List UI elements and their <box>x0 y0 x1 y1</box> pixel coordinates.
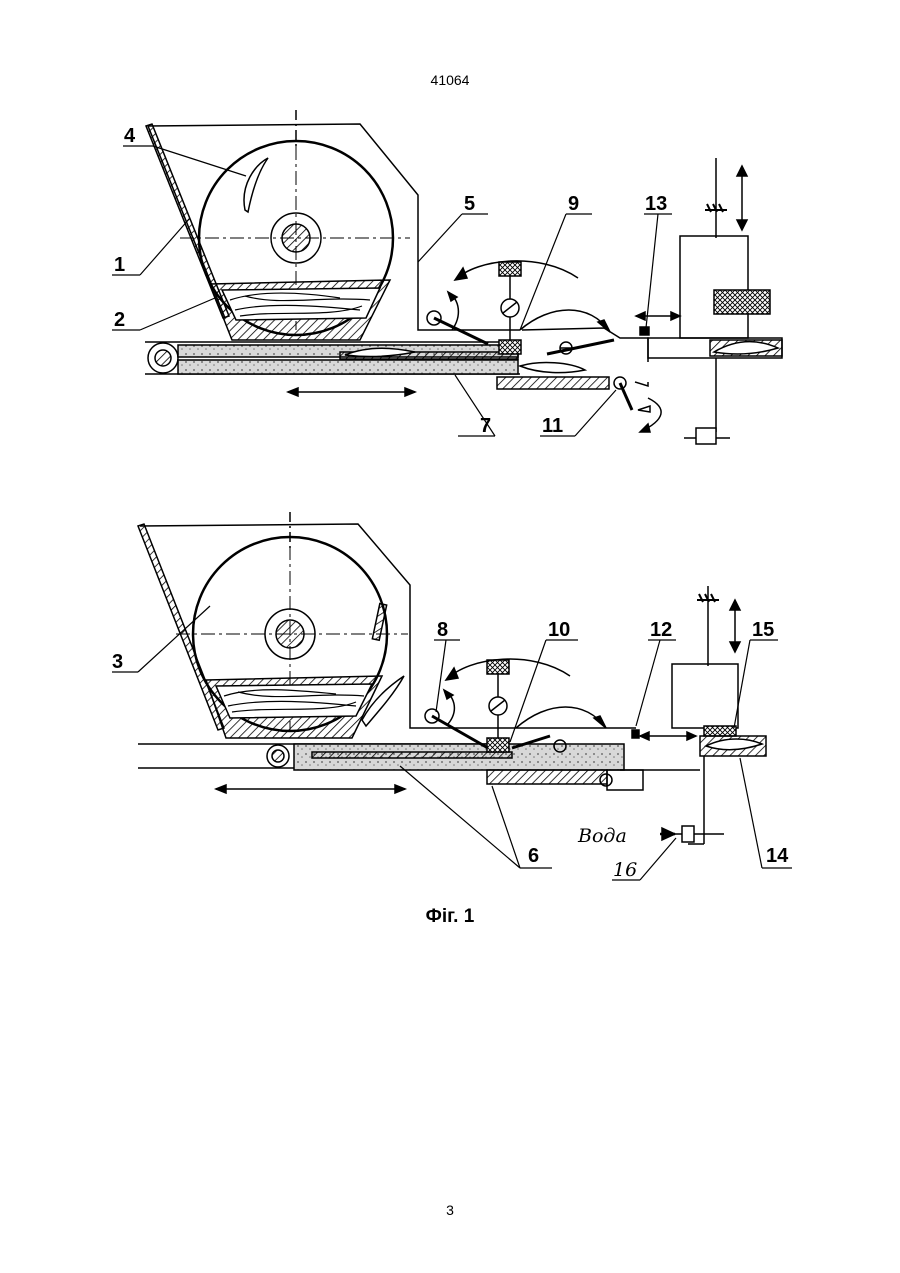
water-label: Вода <box>577 825 627 847</box>
label-2: 2 <box>114 309 125 331</box>
label-11: 11 <box>542 415 563 437</box>
figure-bottom <box>138 512 766 844</box>
label-14: 14 <box>766 845 789 867</box>
label-12: 12 <box>650 619 672 641</box>
label-8: 8 <box>437 619 448 641</box>
figure-top <box>145 110 782 444</box>
label-13: 13 <box>645 193 667 215</box>
label-6: 6 <box>528 845 539 867</box>
figure-caption: Фіг. 1 <box>0 906 900 928</box>
label-9: 9 <box>568 193 579 215</box>
page-number: 3 <box>0 1202 900 1218</box>
label-7: 7 <box>480 415 491 437</box>
label-4: 4 <box>124 125 136 147</box>
label-15: 15 <box>752 619 774 641</box>
label-16: 16 <box>613 859 637 881</box>
label-5: 5 <box>464 193 475 215</box>
label-1: 1 <box>114 254 125 276</box>
label-10: 10 <box>548 619 570 641</box>
label-3: 3 <box>112 651 123 673</box>
